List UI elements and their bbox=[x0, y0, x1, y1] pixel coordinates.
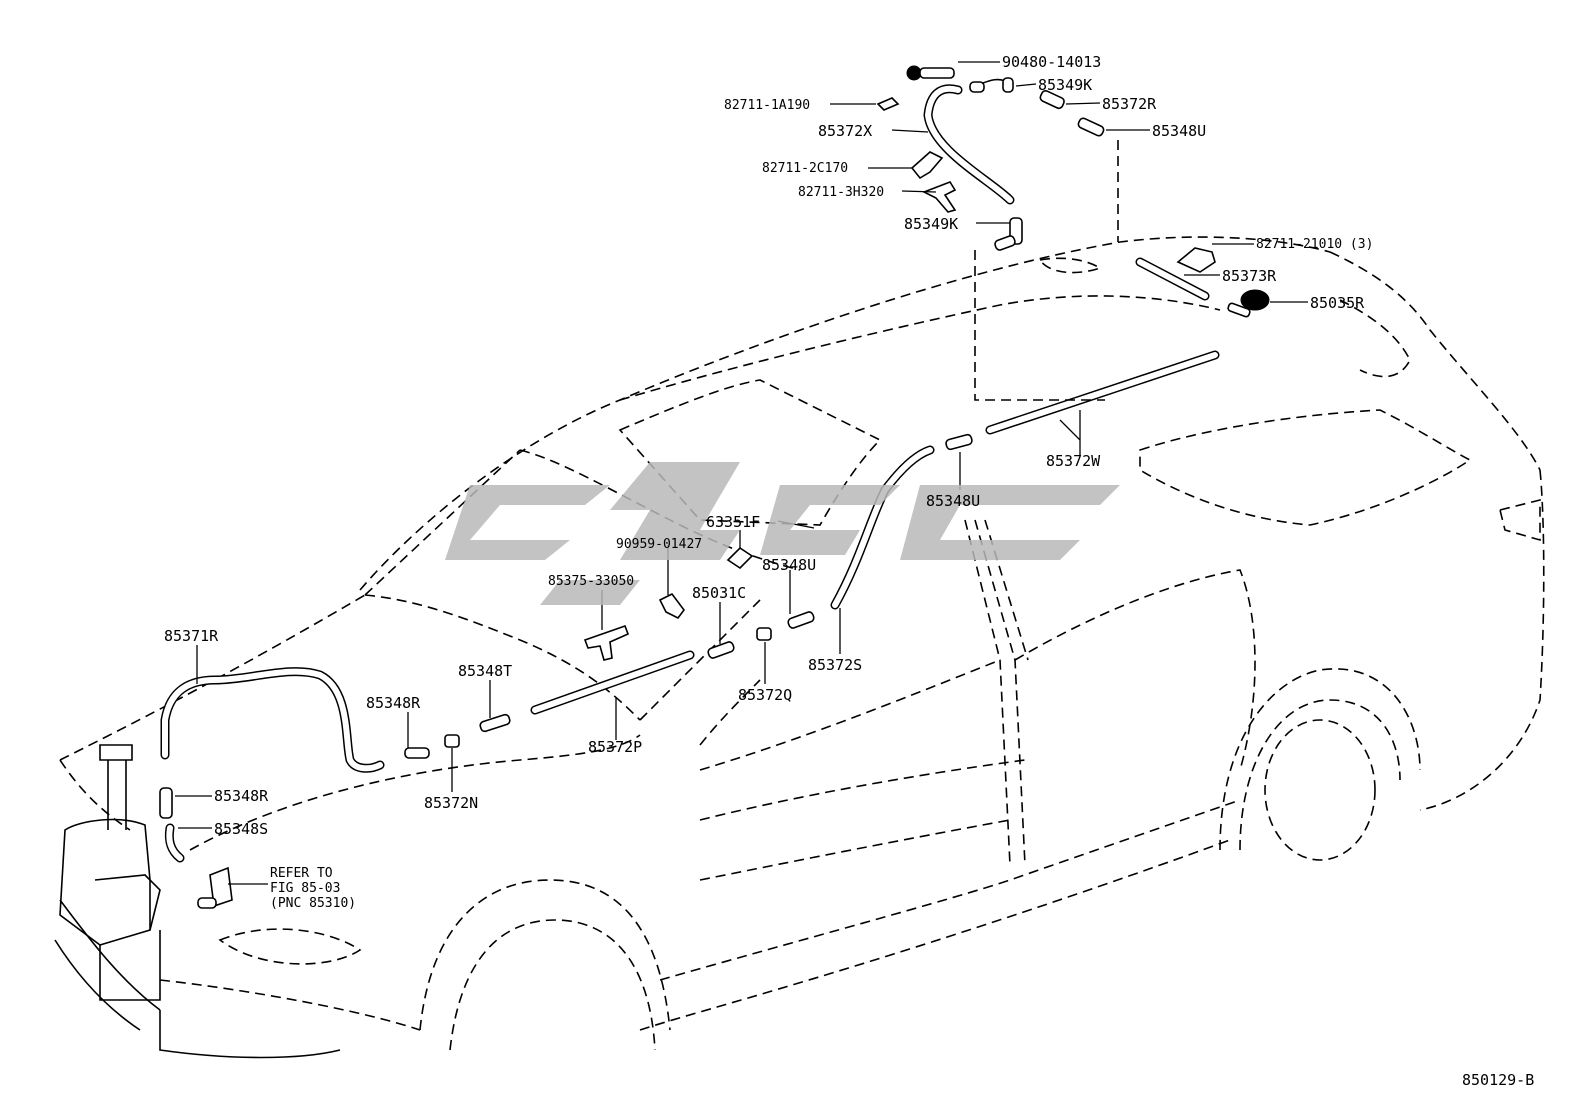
washer-tank bbox=[59, 744, 161, 1001]
callout-82711-21010: 82711-21010 (3) bbox=[1256, 237, 1373, 252]
connector-85348u-a bbox=[787, 611, 815, 629]
watermark-logo bbox=[445, 462, 1120, 605]
tube-85372p bbox=[530, 650, 695, 715]
tube-85372n bbox=[444, 734, 460, 748]
callout-85375-33050: 85375-33050 bbox=[548, 574, 634, 589]
hose-85372x bbox=[923, 84, 1015, 205]
callout-85031c: 85031C bbox=[692, 584, 746, 602]
pad-63351f bbox=[726, 546, 754, 570]
callout-90480-14013: 90480-14013 bbox=[1002, 53, 1101, 71]
callout-90959-01427: 90959-01427 bbox=[616, 537, 702, 552]
callout-85348s: 85348S bbox=[214, 820, 268, 838]
callout-85348t: 85348T bbox=[458, 662, 512, 680]
car-body-outline bbox=[54, 236, 1545, 1059]
callout-85373r: 85373R bbox=[1222, 267, 1277, 285]
callout-85035r: 85035R bbox=[1310, 294, 1365, 312]
clamp-82711-3h320 bbox=[922, 181, 957, 213]
nozzle-85035r bbox=[1227, 289, 1270, 318]
connector-85348r-lower bbox=[159, 787, 173, 819]
callout-85349k-top: 85349K bbox=[1038, 76, 1092, 94]
callout-85348u-top: 85348U bbox=[1152, 122, 1206, 140]
connector-85031c bbox=[707, 641, 735, 659]
callout-82711-2c170: 82711-2C170 bbox=[762, 161, 848, 176]
hose-85371r bbox=[160, 667, 385, 773]
reference-note-line-3: (PNC 85310) bbox=[270, 896, 356, 911]
callout-85372q: 85372Q bbox=[738, 686, 792, 704]
callout-85349k-mid: 85349K bbox=[904, 215, 958, 233]
callout-85371r: 85371R bbox=[164, 627, 219, 645]
callout-63351f: 63351F bbox=[706, 513, 760, 531]
clip-90480-14013 bbox=[906, 65, 955, 81]
clamp-82711-1a190 bbox=[876, 97, 900, 111]
connector-85348u-c bbox=[1077, 117, 1105, 137]
elbow-85349k-mid bbox=[994, 217, 1023, 251]
callout-82711-3h320: 82711-3H320 bbox=[798, 185, 884, 200]
connector-85348t bbox=[479, 713, 511, 733]
callout-85348u-mid: 85348U bbox=[926, 492, 980, 510]
callout-85348r-mid: 85348R bbox=[366, 694, 421, 712]
callout-85372x: 85372X bbox=[818, 122, 872, 140]
callout-85372n: 85372N bbox=[424, 794, 478, 812]
tube-85372w bbox=[985, 350, 1220, 435]
callout-85372p: 85372P bbox=[588, 738, 642, 756]
drawing-number: 850129-B bbox=[1462, 1071, 1534, 1089]
tube-85373r bbox=[1135, 257, 1210, 301]
leader-lines bbox=[175, 61, 1308, 885]
reference-note-line-2: FIG 85-03 bbox=[270, 881, 340, 896]
callout-85372s: 85372S bbox=[808, 656, 862, 674]
clamp-82711-21010 bbox=[1176, 247, 1216, 273]
elbow-85349k-top bbox=[969, 77, 1014, 93]
callout-labels: 90480-14013 85349K 82711-1A190 85372R 85… bbox=[164, 53, 1534, 1089]
callout-85348r-low: 85348R bbox=[214, 787, 269, 805]
callout-82711-1a190: 82711-1A190 bbox=[724, 98, 810, 113]
bracket-85375-33050 bbox=[583, 624, 630, 661]
reference-note-line-1: REFER TO bbox=[270, 866, 333, 881]
clip-90959-01427 bbox=[658, 592, 685, 620]
tube-85372r bbox=[1039, 90, 1065, 110]
connector-85348r bbox=[404, 747, 430, 759]
callout-85372w: 85372W bbox=[1046, 452, 1101, 470]
washer-pump bbox=[197, 866, 233, 909]
callout-85348u-low: 85348U bbox=[762, 556, 816, 574]
callout-85372r: 85372R bbox=[1102, 95, 1157, 113]
connector-85348u-b bbox=[945, 433, 973, 451]
clamp-82711-2c170 bbox=[910, 151, 944, 180]
tube-85372q bbox=[756, 627, 772, 641]
